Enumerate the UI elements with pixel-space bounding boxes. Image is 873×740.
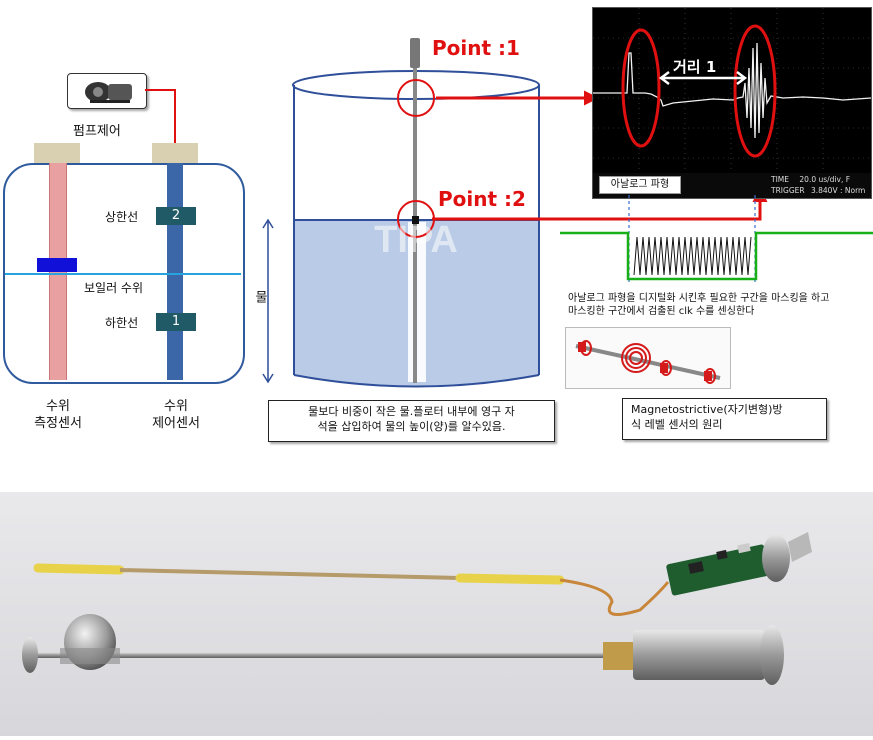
measure-sensor-label-line2: 측정센서 [34, 416, 82, 431]
point1-circle [397, 79, 435, 117]
digital-description-line2: 마스킹한 구간에서 검출된 clk 수를 센싱한다 [568, 306, 755, 317]
probe-rod [413, 68, 417, 383]
oscilloscope-screen: 거리 1 아날로그 파형 TIME 20.0 us/div, F TRIGGER… [592, 7, 872, 199]
control-sensor-rod [167, 163, 183, 380]
scope-trigger-value: 3.840V : Norm [810, 186, 866, 195]
orange-wires [559, 578, 670, 616]
float-caption-box: 물보다 비중이 작은 물.플로터 내부에 영구 자 석을 삽입하여 물의 높이(… [268, 400, 555, 442]
brass-fitting [603, 642, 633, 670]
measure-sensor-label: 수위 측정센서 [18, 398, 98, 432]
housing-end-cap [760, 625, 784, 685]
scope-time-label: TIME [771, 175, 790, 184]
lower-limit-marker: 1 [156, 313, 196, 331]
point2-label: Point :2 [438, 187, 526, 211]
yellow-wrap-left [33, 563, 125, 575]
lower-rod [30, 652, 610, 658]
probe-head [410, 38, 420, 68]
pcb-board [666, 542, 770, 596]
float-caption-line2: 석을 삽입하여 물의 높이(양)를 알수있음. [317, 420, 506, 433]
analog-waveform [593, 42, 871, 139]
water-label: 물 [252, 290, 267, 303]
pump-control-label: 펌프제어 [73, 124, 121, 139]
tipa-watermark: TIPA [374, 219, 458, 261]
water-level-label: 보일러 수위 [84, 281, 144, 295]
control-sensor-label-line2: 제어센서 [152, 416, 200, 431]
distance-label: 거리 1 [673, 58, 717, 76]
measure-sensor-label-line1: 수위 [46, 399, 70, 414]
point2-arrow [432, 187, 768, 221]
rod-end-stop [22, 637, 38, 673]
boiler-water-line [5, 273, 241, 275]
upper-cable [119, 568, 461, 580]
pump-control-wire [145, 89, 176, 143]
upper-limit-marker: 2 [156, 207, 196, 225]
analog-waveform-label: 아날로그 파형 [599, 176, 681, 194]
upper-end-tab [788, 532, 812, 562]
signal-arrows [432, 90, 768, 221]
principle-caption-line1: Magnetostrictive(자기변형)방 [631, 403, 783, 416]
tank-bottom-rim [293, 374, 540, 388]
upper-end-cap [762, 534, 790, 582]
scope-time-value: 20.0 us/div, F [799, 175, 851, 184]
yellow-wrap-right [455, 573, 565, 585]
magnetostrictive-illustration [565, 327, 731, 389]
tank-diagram: TIPA [262, 38, 540, 388]
measure-float-marker [37, 258, 77, 272]
scope-time: TIME 20.0 us/div, F [771, 175, 850, 184]
float-caption-line1: 물보다 비중이 작은 물.플로터 내부에 영구 자 [308, 405, 515, 418]
digital-description: 아날로그 파형을 디지털화 시킨후 필요한 구간을 마스킹을 하고 마스킹한 구… [568, 292, 829, 318]
scope-circle-left [621, 28, 661, 148]
control-sensor-label-line1: 수위 [164, 399, 188, 414]
lower-limit-label: 하한선 [105, 316, 139, 330]
control-sensor-cap [152, 143, 198, 163]
sensor-photo [0, 492, 873, 736]
scope-circle-right [733, 24, 777, 158]
point1-label: Point :1 [432, 36, 520, 60]
digital-description-line1: 아날로그 파형을 디지털화 시킨후 필요한 구간을 마스킹을 하고 [568, 293, 830, 304]
principle-caption-box: Magnetostrictive(자기변형)방 식 레벨 센서의 원리 [622, 398, 827, 440]
control-sensor-label: 수위 제어센서 [136, 398, 216, 432]
pump-icon [67, 73, 147, 109]
float-magnet [412, 216, 419, 224]
scope-trigger-label: TRIGGER [771, 186, 805, 195]
scope-trigger: TRIGGER 3.840V : Norm [771, 186, 865, 195]
upper-limit-label: 상한선 [105, 210, 139, 224]
measure-sensor-cap [34, 143, 80, 163]
sensor-housing [633, 630, 765, 680]
digital-clk-signal [560, 231, 873, 281]
principle-caption-line2: 식 레벨 센서의 원리 [631, 418, 723, 431]
